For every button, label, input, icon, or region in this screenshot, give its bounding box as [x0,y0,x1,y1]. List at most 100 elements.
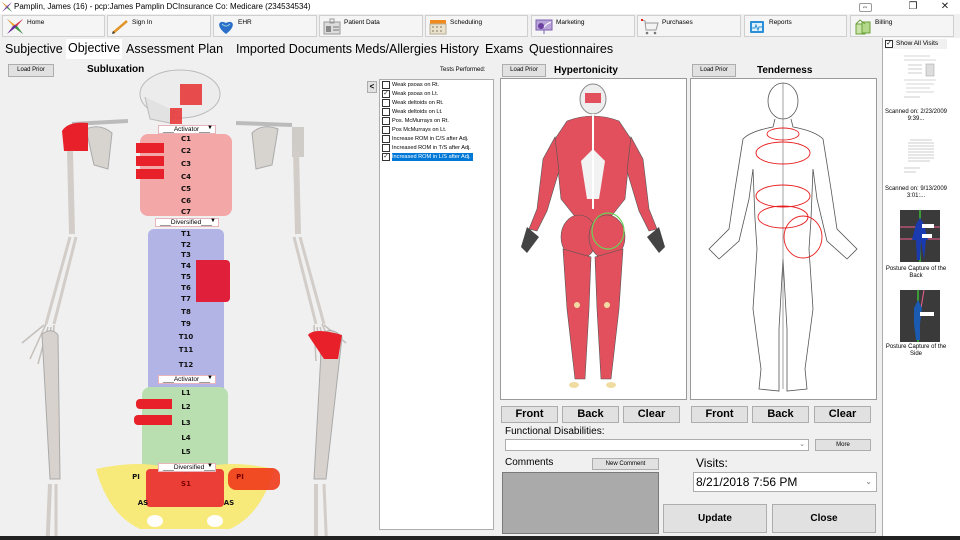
pelvis-as-left[interactable]: AS [137,499,149,507]
vertebra-t4[interactable]: T4 [181,262,191,270]
posture-side-thumbnail[interactable] [900,289,940,342]
test-item[interactable]: ✓Weak psoas on Lt. [381,90,493,98]
toolbar-purchases-button[interactable]: Purchases [637,15,741,37]
tab-objective[interactable]: Objective [66,39,123,60]
test-item[interactable]: Increase ROM in C/S after Adj. [381,135,493,143]
tenderness-clear-button[interactable]: Clear [814,406,871,423]
tab-history[interactable]: History [440,42,479,56]
pelvis-as-right[interactable]: AS [223,499,235,507]
scanned-document-thumbnail[interactable] [900,132,940,180]
restore-alt-button[interactable]: ⇔ [850,0,880,14]
vertebra-c4[interactable]: C4 [180,173,191,181]
tab-questionnaires[interactable]: Questionnaires [529,42,614,56]
vertebra-l4[interactable]: L4 [181,434,191,442]
vertebra-t10[interactable]: T10 [178,333,194,341]
checkbox[interactable] [382,126,390,134]
checkbox[interactable] [382,108,390,116]
vertebra-c2[interactable]: C2 [180,147,191,155]
lumbar-technique-dropdown[interactable]: ___Activator___▼ [158,375,216,384]
vertebra-c6[interactable]: C6 [180,197,191,205]
cervical-technique-dropdown[interactable]: ___Activator___▼ [158,125,216,134]
vertebra-l3[interactable]: L3 [181,419,191,427]
thoracic-technique-dropdown[interactable]: ___Diversified___▼ [155,218,219,227]
toolbar-sign-in-button[interactable]: Sign In [107,15,211,37]
tab-assessment[interactable]: Assessment [126,42,195,56]
test-item[interactable]: Pos McMurrays on Lt. [381,126,493,134]
close-button[interactable]: Close [772,504,876,533]
test-item[interactable]: Weak deltoids on Lt. [381,108,493,116]
tab-imported-documents[interactable]: Imported Documents [236,42,353,56]
toolbar-billing-button[interactable]: Billing [850,15,954,37]
subluxation-load-prior-button[interactable]: Load Prior [8,64,54,77]
hypertonicity-front-button[interactable]: Front [501,406,558,423]
vertebra-t1[interactable]: T1 [181,230,191,238]
toolbar-scheduling-button[interactable]: Scheduling [425,15,528,37]
pelvis-pi-right[interactable]: PI [236,473,244,481]
hypertonicity-clear-button[interactable]: Clear [623,406,680,423]
functional-disabilities-dropdown[interactable]: ⌄ [505,439,809,451]
toolbar-home-button[interactable]: Home [2,15,105,37]
tab-exams[interactable]: Exams [485,42,524,56]
close-window-button[interactable]: ✕ [930,0,960,14]
checkbox[interactable] [382,81,390,89]
test-item-selected[interactable]: ✓Increased ROM in L/S after Adj. [381,153,493,161]
tenderness-front-button[interactable]: Front [691,406,748,423]
functional-disabilities-more-button[interactable]: More [815,439,871,451]
vertebra-t7[interactable]: T7 [181,295,191,303]
pelvis-technique-dropdown[interactable]: ___Diversified___▼ [158,463,216,472]
sidebar-scrollbar[interactable] [948,38,960,540]
posture-back-thumbnail[interactable] [900,210,940,262]
tab-subjective[interactable]: Subjective [5,42,63,56]
toolbar-ehr-button[interactable]: EHR [213,15,317,37]
hypertonicity-load-prior-button[interactable]: Load Prior [502,64,546,77]
vertebra-t6[interactable]: T6 [181,284,191,292]
scanned-document-thumbnail[interactable] [900,52,940,100]
test-item[interactable]: Weak psoas on Rt. [381,81,493,89]
tenderness-back-button[interactable]: Back [752,406,809,423]
tab-plan[interactable]: Plan [198,42,224,56]
comments-area[interactable] [502,472,659,534]
vertebra-t11[interactable]: T11 [178,346,194,354]
vertebra-c3[interactable]: C3 [180,160,191,168]
show-all-visits-toggle[interactable]: ✓ Show All Visits [885,39,947,49]
new-comment-button[interactable]: New Comment [592,458,659,470]
toolbar-patient-data-button[interactable]: Patient Data [319,15,423,37]
vertebra-l5[interactable]: L5 [181,448,191,456]
vertebra-c7[interactable]: C7 [180,208,191,216]
vertebra-t3[interactable]: T3 [181,251,191,259]
visits-value: 8/21/2018 7:56 PM [696,475,798,489]
hypertonicity-back-button[interactable]: Back [562,406,619,423]
hypertonicity-body-chart[interactable] [500,78,687,400]
checkbox-checked[interactable]: ✓ [885,40,893,48]
checkbox[interactable] [382,117,390,125]
vertebra-c1[interactable]: C1 [180,135,191,143]
maximize-button[interactable]: ❐ [898,0,928,14]
vertebra-t12[interactable]: T12 [178,361,194,369]
pelvis-sacrum[interactable]: S1 [181,480,191,488]
vertebra-t9[interactable]: T9 [181,320,191,328]
test-item[interactable]: Increased ROM in T/S after Adj. [381,144,493,152]
checkbox[interactable] [382,99,390,107]
tests-performed-list[interactable]: Weak psoas on Rt. ✓Weak psoas on Lt. Wea… [379,79,494,530]
checkbox[interactable] [382,144,390,152]
tab-meds-allergies[interactable]: Meds/Allergies [355,42,437,56]
checkbox[interactable] [382,135,390,143]
vertebra-t5[interactable]: T5 [181,273,191,281]
collapse-tests-button[interactable]: < [367,81,377,93]
test-item[interactable]: Pos. McMurrays on Rt. [381,117,493,125]
test-item[interactable]: Weak deltoids on Rt. [381,99,493,107]
toolbar-marketing-button[interactable]: Marketing [531,15,635,37]
tenderness-load-prior-button[interactable]: Load Prior [692,64,736,77]
vertebra-l1[interactable]: L1 [181,389,191,397]
visits-dropdown[interactable]: 8/21/2018 7:56 PM ⌄ [693,472,877,492]
checkbox-checked[interactable]: ✓ [382,90,390,98]
toolbar-reports-button[interactable]: Reports [744,15,847,37]
vertebra-t8[interactable]: T8 [181,308,191,316]
tenderness-body-chart[interactable] [690,78,877,400]
pelvis-pi-left[interactable]: PI [132,473,140,481]
update-button[interactable]: Update [663,504,767,533]
checkbox-checked[interactable]: ✓ [382,153,390,161]
vertebra-c5[interactable]: C5 [180,185,191,193]
vertebra-t2[interactable]: T2 [181,241,191,249]
vertebra-l2[interactable]: L2 [181,403,191,411]
